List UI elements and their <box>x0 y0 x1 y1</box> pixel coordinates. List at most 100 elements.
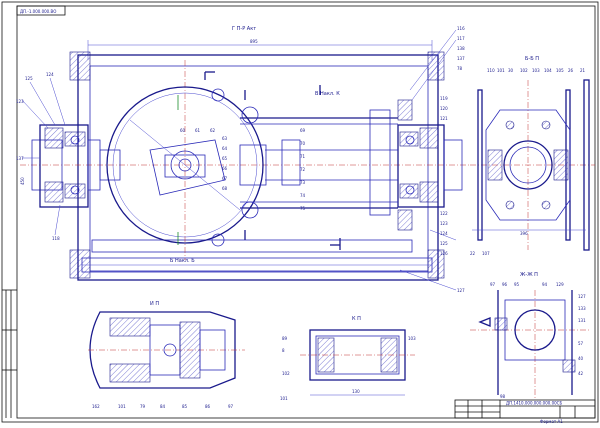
section-zhzh-view: Ж-Ж П 97 96 95 94 129 127 133 131 57 40 … <box>470 272 590 399</box>
callout-center-10: 70 <box>300 141 306 146</box>
callout-b-6: 105 <box>556 68 564 73</box>
callout-zh-9: 40 <box>578 356 584 361</box>
callout-center-1: 61 <box>195 128 201 133</box>
callout-i-3: 84 <box>160 404 166 409</box>
section-k-view: К П 130 89 8 102 103 101 <box>280 316 416 401</box>
section-zhzh-title: Ж-Ж П <box>520 272 538 278</box>
callout-right-8: 122 <box>440 211 448 216</box>
callout-b-2: 30 <box>508 68 514 73</box>
callout-b-8: 21 <box>580 68 586 73</box>
callout-right-11: 125 <box>440 241 448 246</box>
callout-right-4: 78 <box>457 66 463 71</box>
callout-right-12: 126 <box>440 251 448 256</box>
label-v-nakl: В Накл. К <box>315 91 340 97</box>
callout-center-3: 63 <box>222 136 228 141</box>
callout-zh-8: 57 <box>578 341 584 346</box>
callout-b-4: 103 <box>532 68 540 73</box>
callout-center-2: 62 <box>210 128 216 133</box>
label-b-nakl: Б Накл. Б <box>170 258 195 264</box>
callout-right-6: 120 <box>440 106 448 111</box>
top-left-bracket <box>69 51 91 81</box>
callout-zh-6: 133 <box>578 306 586 311</box>
callout-center-6: 66 <box>222 166 228 171</box>
callout-zh-0: 97 <box>490 282 496 287</box>
callout-right-3: 137 <box>457 56 465 61</box>
callout-center-14: 74 <box>300 193 306 198</box>
callout-zh-7: 131 <box>578 318 586 323</box>
callout-i-2: 79 <box>140 404 146 409</box>
dim-right-width: 396 <box>520 231 528 236</box>
callout-center-15: 75 <box>300 206 306 211</box>
inner-frame <box>16 5 596 419</box>
callout-zh-10: 42 <box>578 371 584 376</box>
callout-i-4: 85 <box>182 404 188 409</box>
callout-left-0: 123 <box>16 99 24 104</box>
callout-k-0: 89 <box>282 336 288 341</box>
callout-center-13: 73 <box>300 180 306 185</box>
callout-center-8: 68 <box>222 186 228 191</box>
title-block: ДП.1410.000.000.000.00СБ Формат А1 <box>454 399 596 424</box>
callout-b-1: 101 <box>497 68 505 73</box>
callout-right-2: 138 <box>457 46 465 51</box>
callout-right-7: 121 <box>440 116 448 121</box>
callout-left-2: 124 <box>46 72 54 77</box>
callout-right-5: 119 <box>440 96 448 101</box>
main-view: Г П-Р Акт 895 <box>16 26 470 293</box>
callout-k-1: 8 <box>282 348 285 353</box>
section-i-view: И П 162 101 79 84 85 86 97 <box>88 301 245 409</box>
callout-zh-5: 127 <box>578 294 586 299</box>
callout-center-0: 60 <box>180 128 186 133</box>
callout-zh-3: 94 <box>542 282 548 287</box>
top-stamp: ДП.-1.000.000.ВО <box>16 5 66 16</box>
guide-rods <box>211 88 398 247</box>
callout-left-1: 125 <box>25 76 33 81</box>
callout-left-3: 137 <box>16 156 24 161</box>
callout-right-13: 127 <box>457 288 465 293</box>
dim-k-width: 130 <box>352 389 360 394</box>
callout-k-3: 103 <box>408 336 416 341</box>
callout-b-3: 102 <box>520 68 528 73</box>
callout-i-1: 101 <box>118 404 126 409</box>
callout-center-7: 67 <box>222 176 228 181</box>
callouts-right: 116 117 138 137 78 119 120 121 122 123 1… <box>399 26 465 293</box>
format-label: Формат А1 <box>540 419 563 424</box>
main-disc <box>106 86 264 244</box>
callout-right-10: 124 <box>440 231 448 236</box>
housing-frame <box>77 54 439 281</box>
callout-center-9: 69 <box>300 128 306 133</box>
callout-zh-4: 129 <box>556 282 564 287</box>
section-k-title: К П <box>352 316 361 322</box>
callout-i-0: 162 <box>92 404 100 409</box>
callout-i-5: 86 <box>205 404 211 409</box>
callout-center-11: 71 <box>300 154 306 159</box>
top-stamp-text: ДП.-1.000.000.ВО <box>20 9 56 14</box>
callout-b-10: 107 <box>482 251 490 256</box>
callout-b-5: 104 <box>544 68 552 73</box>
callout-b-0: 110 <box>487 68 495 73</box>
callout-right-1: 117 <box>457 36 465 41</box>
callout-zh-1: 96 <box>502 282 508 287</box>
left-bearing-assembly <box>31 124 121 208</box>
callout-right-0: 116 <box>457 26 465 31</box>
callout-zh-11: 98 <box>500 394 506 399</box>
callout-k-4: 101 <box>280 396 288 401</box>
callout-center-4: 64 <box>222 146 228 151</box>
right-bearing-assembly <box>397 99 463 231</box>
callout-right-9: 123 <box>440 221 448 226</box>
callout-zh-2: 95 <box>514 282 520 287</box>
section-i-title: И П <box>150 301 159 307</box>
callout-k-2: 102 <box>282 371 290 376</box>
callout-center-12: 72 <box>300 167 306 172</box>
callouts-left: 123 125 124 137 118 <box>16 72 66 241</box>
binding-strip <box>2 289 17 418</box>
callout-center-5: 65 <box>222 156 228 161</box>
title-block-code: ДП.1410.000.000.000.00СБ <box>506 401 562 406</box>
callout-i-6: 97 <box>228 404 234 409</box>
section-bb-title: Б-Б П <box>525 56 539 62</box>
callout-b-9: 22 <box>470 251 476 256</box>
callout-b-7: 26 <box>568 68 574 73</box>
dim-overall-top: 895 <box>250 39 258 44</box>
